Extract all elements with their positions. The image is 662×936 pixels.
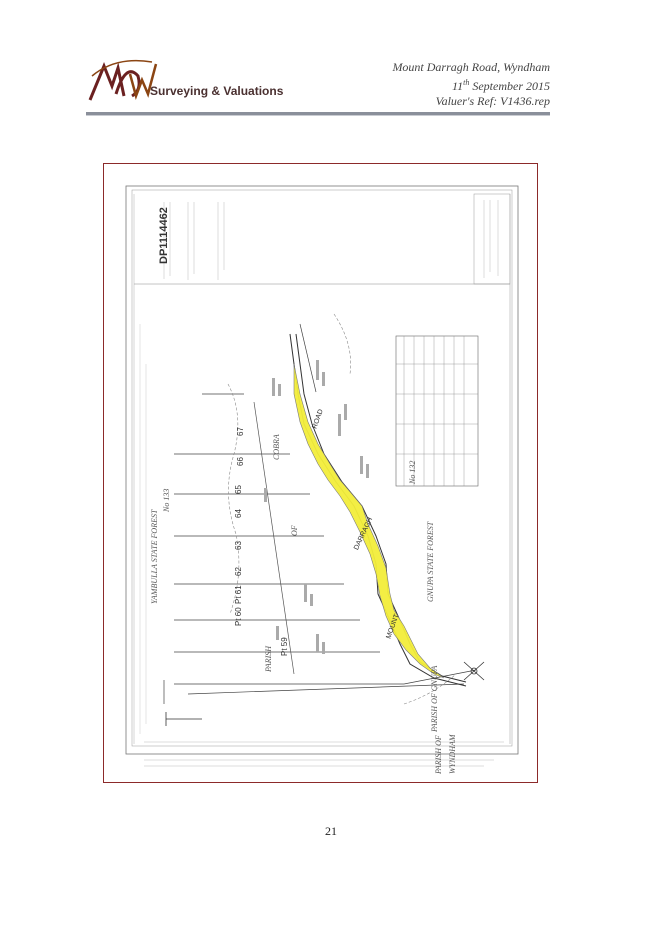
report-info: Mount Darragh Road, Wyndham 11th Septemb… bbox=[392, 60, 550, 109]
cobra-wrap: COBRA bbox=[264, 434, 283, 460]
portion-wrap-62: 62 bbox=[226, 567, 245, 576]
header-rule bbox=[86, 112, 550, 115]
portion-wrap-67: 67 bbox=[228, 427, 247, 436]
portion-wrap-63: 63 bbox=[226, 541, 245, 550]
portion-wrap-59: Pt 59 bbox=[272, 637, 291, 656]
report-date: 11th September 2015 bbox=[452, 78, 550, 93]
header-rule-light bbox=[86, 115, 550, 116]
of-left-wrap: OF bbox=[282, 525, 301, 536]
wyndham-wrap: WYNDHAM bbox=[440, 734, 459, 774]
portion-label: 66 bbox=[236, 457, 245, 466]
portion-label: 63 bbox=[234, 541, 243, 550]
gnupa-no-wrap: No 132 bbox=[400, 461, 419, 484]
gnupa-forest-wrap: GNUPA STATE FOREST bbox=[418, 522, 437, 602]
plan-number-wrap: DP1114462 bbox=[152, 207, 171, 264]
portion-label: Pt 59 bbox=[280, 637, 289, 656]
north-arrow bbox=[165, 712, 202, 726]
portion-wrap-66: 66 bbox=[228, 457, 247, 466]
deposited-plan-drawing bbox=[125, 185, 519, 767]
portion-label: 64 bbox=[234, 509, 243, 518]
parish-gnupa-wrap: PARISH OF GNUPA bbox=[422, 666, 441, 732]
portion-label: Pt 60 bbox=[234, 607, 243, 626]
yambulla-forest-label: YAMBULLA STATE FOREST bbox=[150, 509, 159, 604]
company-name: Surveying & Valuations bbox=[150, 84, 284, 98]
property-address: Mount Darragh Road, Wyndham bbox=[392, 60, 550, 74]
wyndham-label: WYNDHAM bbox=[448, 734, 457, 774]
page-number: 21 bbox=[325, 824, 337, 838]
portion-label: 62 bbox=[234, 567, 243, 576]
page-header: Surveying & Valuations Mount Darragh Roa… bbox=[0, 0, 662, 120]
yambulla-no-wrap: No 133 bbox=[154, 489, 173, 512]
yambulla-forest-number: No 133 bbox=[162, 488, 171, 512]
gnupa-forest-number: No 132 bbox=[408, 460, 417, 484]
yambulla-forest-wrap: YAMBULLA STATE FOREST bbox=[142, 510, 161, 604]
of-label-left: OF bbox=[290, 525, 299, 536]
parish-gnupa-label: PARISH OF GNUPA bbox=[430, 665, 439, 732]
portion-label: 67 bbox=[236, 427, 245, 436]
valuer-reference: Valuer's Ref: V1436.rep bbox=[435, 94, 550, 108]
portion-wrap-65: 65 bbox=[226, 485, 245, 494]
portion-label: Pt 61 bbox=[234, 585, 243, 604]
cobra-label: COBRA bbox=[272, 434, 281, 460]
portion-label: 65 bbox=[234, 485, 243, 494]
portion-wrap-64: 64 bbox=[226, 509, 245, 518]
portion-wrap-60: Pt 60 bbox=[226, 607, 245, 626]
portion-wrap-61: Pt 61 bbox=[226, 585, 245, 604]
road-highlight bbox=[293, 363, 445, 679]
deposited-plan-frame: DP1114462 YAMBULLA STATE FOREST No 133 G… bbox=[103, 163, 538, 783]
plan-number: DP1114462 bbox=[158, 207, 170, 264]
gnupa-forest-label: GNUPA STATE FOREST bbox=[426, 521, 435, 602]
company-logo bbox=[88, 59, 158, 101]
